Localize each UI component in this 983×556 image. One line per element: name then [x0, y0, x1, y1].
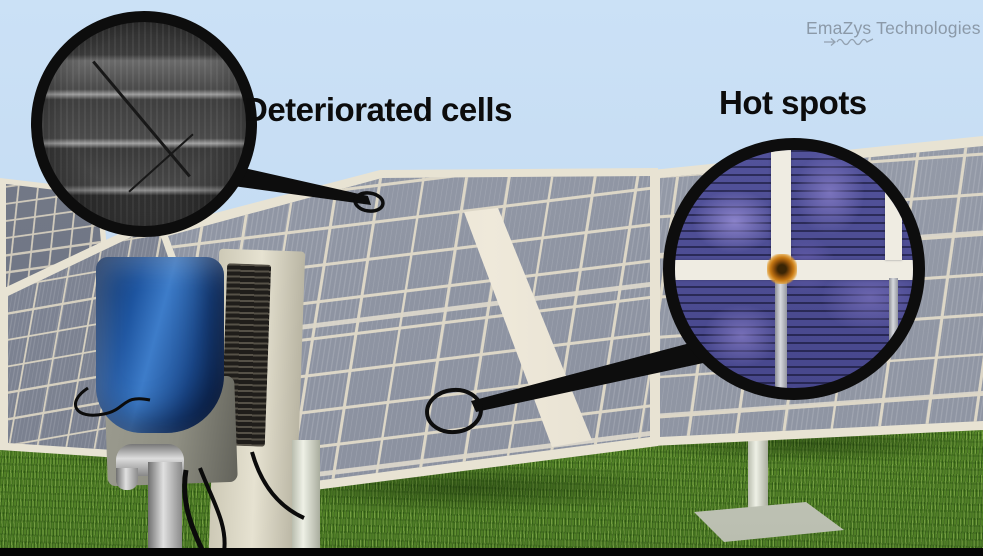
cell-crack [92, 60, 191, 178]
logo-text: EmaZys Technologies [806, 18, 981, 38]
busbar [889, 278, 898, 388]
bottom-bar [0, 548, 983, 556]
support-post [748, 430, 768, 522]
hot-spot-burn-mark [767, 254, 797, 284]
inverter-blue-cover [96, 257, 224, 433]
cell-gap-vertical [771, 150, 791, 262]
label-deteriorated-cells: Deteriorated cells [244, 91, 512, 128]
conduit-stub [116, 468, 138, 490]
busbar [775, 278, 787, 388]
magnifier-hot-spots [663, 138, 925, 400]
magnifier-deteriorated-cells [31, 11, 257, 237]
inverter-mount-post [292, 440, 320, 556]
logo-squiggle-icon [824, 38, 874, 46]
conduit-pipe [148, 462, 182, 556]
cell-gap-vertical [885, 150, 902, 260]
label-hot-spots: Hot spots [719, 84, 867, 121]
